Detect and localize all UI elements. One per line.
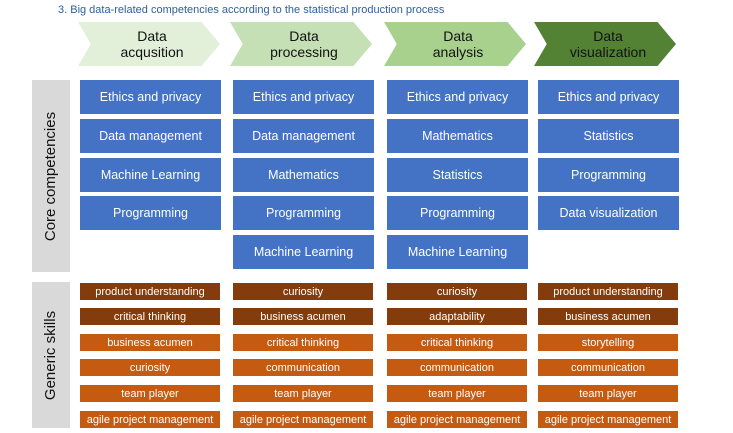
skill-box: communication — [538, 359, 678, 376]
skill-box: team player — [387, 385, 527, 402]
skill-box: team player — [233, 385, 373, 402]
skill-box: business acumen — [233, 308, 373, 325]
core-box: Data management — [80, 119, 221, 153]
skill-box: adaptability — [387, 308, 527, 325]
skill-box: product understanding — [538, 283, 678, 300]
core-box: Mathematics — [233, 158, 374, 192]
core-box: Programming — [387, 196, 528, 230]
core-box: Programming — [233, 196, 374, 230]
skill-box: curiosity — [233, 283, 373, 300]
core-box: Programming — [80, 196, 221, 230]
core-box: Machine Learning — [233, 235, 374, 269]
stage-label: Data analysis — [432, 28, 484, 60]
skill-box: communication — [233, 359, 373, 376]
stage-label: Data acqusition — [120, 28, 184, 60]
core-box: Machine Learning — [80, 158, 221, 192]
skill-box: agile project management — [538, 411, 678, 428]
core-box: Ethics and privacy — [233, 80, 374, 114]
figure-caption: 3. Big data-related competencies accordi… — [58, 4, 445, 16]
skill-box: team player — [80, 385, 220, 402]
core-box: Ethics and privacy — [387, 80, 528, 114]
skill-box: critical thinking — [387, 334, 527, 351]
skill-box: agile project management — [80, 411, 220, 428]
stage-data-visualization: Data visualization — [534, 22, 676, 66]
stage-label: Data visualization — [569, 28, 647, 60]
core-box: Machine Learning — [387, 235, 528, 269]
generic-skills-label: Generic skills — [42, 310, 60, 400]
skill-box: agile project management — [233, 411, 373, 428]
stage-data-acquisition: Data acqusition — [78, 22, 220, 66]
skill-box: product understanding — [80, 283, 220, 300]
skill-box: storytelling — [538, 334, 678, 351]
core-box: Data management — [233, 119, 374, 153]
skill-box: agile project management — [387, 411, 527, 428]
skill-box: team player — [538, 385, 678, 402]
core-competencies-bar: Core competencies — [32, 80, 70, 272]
core-box: Statistics — [538, 119, 679, 153]
core-box: Ethics and privacy — [80, 80, 221, 114]
core-box: Ethics and privacy — [538, 80, 679, 114]
skill-box: business acumen — [80, 334, 220, 351]
skill-box: curiosity — [80, 359, 220, 376]
core-box: Programming — [538, 158, 679, 192]
stage-label: Data processing — [270, 28, 338, 60]
skill-box: communication — [387, 359, 527, 376]
stage-data-analysis: Data analysis — [384, 22, 526, 66]
skill-box: business acumen — [538, 308, 678, 325]
core-box: Mathematics — [387, 119, 528, 153]
generic-skills-bar: Generic skills — [32, 282, 70, 428]
core-box: Statistics — [387, 158, 528, 192]
core-competencies-label: Core competencies — [42, 111, 60, 241]
skill-box: critical thinking — [233, 334, 373, 351]
stage-data-processing: Data processing — [230, 22, 372, 66]
skill-box: curiosity — [387, 283, 527, 300]
core-box: Data visualization — [538, 196, 679, 230]
skill-box: critical thinking — [80, 308, 220, 325]
